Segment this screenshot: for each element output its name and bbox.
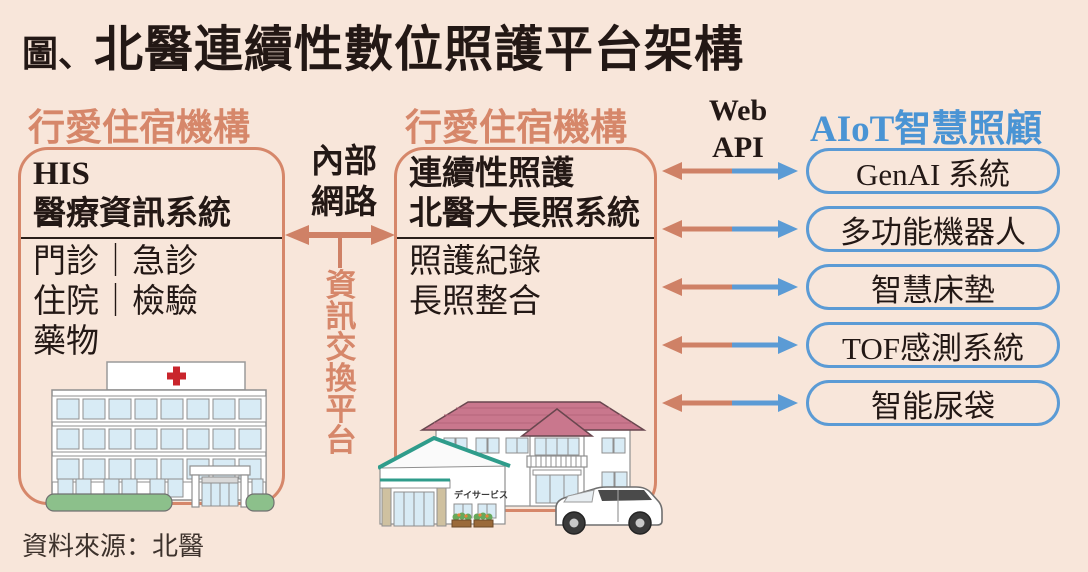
device-pill-robot: 多功能機器人 [806, 206, 1060, 252]
his-item-medication: 藥物 [33, 324, 99, 360]
ltc-item-care-records: 照護紀錄 [409, 244, 541, 280]
care-facility-illustration: デイサービス [378, 401, 663, 535]
ltc-box-title: 連續性照護 北醫大長照系統 [397, 150, 654, 237]
aiot-section-header: AIoT智慧照顧 [810, 109, 1043, 150]
left-facility-header: 行愛住宿機構 [28, 108, 250, 149]
hospital-entrance [189, 465, 251, 508]
hospital-illustration [45, 361, 275, 512]
page-title: 圖、北醫連續性數位照護平台架構 [22, 10, 744, 81]
day-service-building: デイサービス [378, 435, 511, 528]
ltc-system-box: 連續性照護 北醫大長照系統 照護紀錄 長照整合 [394, 147, 657, 512]
his-item-outpatient-emergency: 門診｜急診 [33, 244, 198, 280]
network-label-line1: 內部 [311, 144, 377, 180]
api-arrow-icon [662, 220, 798, 238]
his-item-inpatient-lab: 住院｜檢驗 [33, 284, 198, 320]
device-pill-tof-sensor: TOF感測系統 [806, 322, 1060, 368]
api-arrow-icon [662, 162, 798, 180]
source-note: 資料來源：北醫 [22, 532, 205, 561]
his-title-line2: 醫療資訊系統 [33, 196, 231, 232]
api-arrow-icon [662, 336, 798, 354]
device-pill-genai: GenAI 系統 [806, 148, 1060, 194]
minivan-illustration [555, 486, 663, 535]
flower-planters [451, 512, 494, 528]
title-main: 北醫連續性數位照護平台架構 [94, 22, 745, 77]
ltc-title-line2: 北醫大長照系統 [409, 196, 640, 232]
api-arrow-icon [662, 394, 798, 412]
ltc-item-ltc-integration: 長照整合 [409, 284, 541, 320]
his-box-items: 門診｜急診 住院｜檢驗 藥物 [21, 239, 282, 362]
internal-network-arrow-icon [285, 225, 395, 245]
his-box-title: HIS 醫療資訊系統 [21, 150, 282, 237]
web-api-line1: Web [708, 94, 768, 127]
hedge-left [45, 493, 173, 512]
day-service-sign: デイサービス [454, 489, 508, 500]
his-title-line1: HIS [33, 156, 90, 192]
ltc-title-line1: 連續性照護 [409, 156, 574, 192]
api-arrow-icon [662, 278, 798, 296]
web-api-line2: API [712, 131, 764, 164]
data-exchange-platform-label: 資訊交換平台 [325, 268, 357, 458]
device-pill-smart-urine-bag: 智能尿袋 [806, 380, 1060, 426]
his-system-box: HIS 醫療資訊系統 門診｜急診 住院｜檢驗 藥物 [18, 147, 285, 505]
red-cross-icon [167, 366, 186, 386]
ltc-box-divider [397, 237, 654, 239]
right-facility-header: 行愛住宿機構 [405, 108, 627, 149]
ltc-box-items: 照護紀錄 長照整合 [397, 239, 654, 322]
hedge-right [245, 493, 275, 512]
network-label-line2: 網路 [311, 185, 377, 221]
his-box-divider [21, 237, 282, 239]
title-prefix: 圖、 [22, 34, 95, 74]
internal-network-label: 內部 網路 [294, 142, 394, 224]
device-pill-smart-mattress: 智慧床墊 [806, 264, 1060, 310]
platform-connector-line [338, 237, 342, 268]
web-api-label: Web API [696, 92, 780, 166]
